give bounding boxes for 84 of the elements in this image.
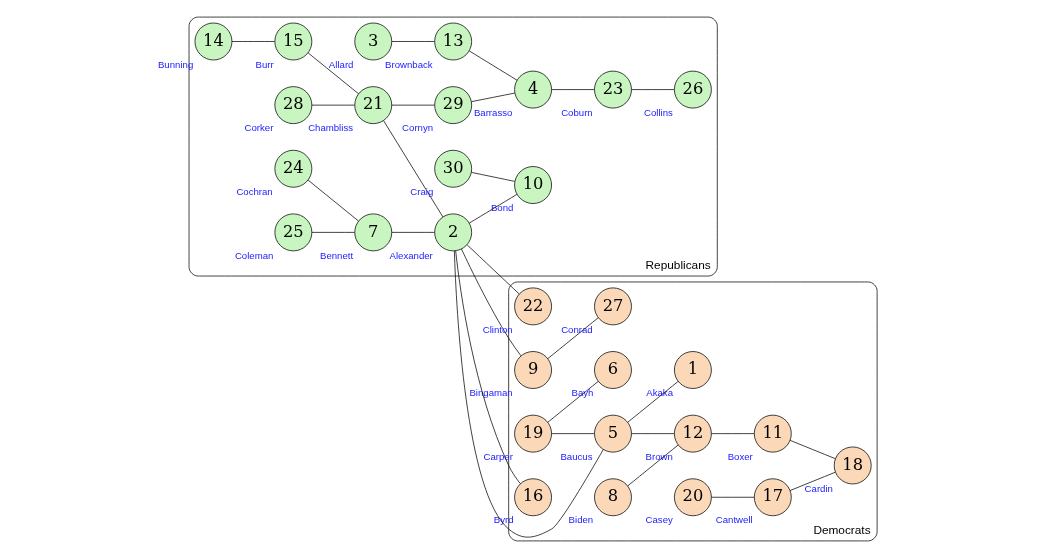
node-label: Craig	[409, 185, 433, 197]
node-circle: 1	[673, 351, 712, 389]
connector	[546, 381, 598, 423]
connector	[470, 172, 515, 182]
connector	[710, 496, 754, 498]
node-label: Bond	[490, 202, 513, 214]
node-circle: 29	[433, 86, 472, 124]
connector	[454, 250, 521, 484]
connector	[390, 41, 435, 42]
node-label: Brownback	[384, 58, 433, 70]
node-circle: 28	[274, 86, 312, 124]
node-circle: 17	[753, 478, 792, 517]
connector	[710, 433, 754, 434]
connector	[382, 120, 443, 218]
node-label: Cochran	[235, 185, 273, 197]
node-circle: 10	[513, 166, 552, 204]
connector	[550, 433, 595, 434]
node-circle: 30	[433, 149, 472, 188]
connector	[468, 50, 517, 81]
node-label: Baucus	[559, 450, 593, 462]
node-circle: 2	[433, 213, 472, 252]
node-label: Chambliss	[307, 122, 353, 134]
node-label: Conrad	[560, 323, 593, 335]
node-label: Cantwell	[715, 514, 753, 526]
node-label: Bayh	[571, 387, 593, 399]
node-circle: 14	[194, 22, 232, 61]
node-label: Casey	[645, 514, 673, 526]
connector	[311, 104, 355, 106]
node-circle: 23	[593, 70, 632, 109]
node-label: Boxer	[727, 450, 753, 462]
connector	[231, 41, 275, 42]
connector	[453, 250, 604, 538]
connector	[307, 179, 359, 222]
node-circle: 25	[274, 213, 312, 252]
node-circle: 19	[513, 414, 552, 453]
node-circle: 13	[433, 22, 472, 61]
connector	[466, 244, 520, 295]
node-label: Cardin	[804, 482, 833, 494]
connector	[789, 440, 836, 460]
node-label: Akaka	[645, 387, 673, 399]
node-circle: 3	[353, 22, 392, 61]
node-circle: 12	[673, 414, 712, 453]
node-label: Cornyn	[401, 122, 433, 134]
node-circle: 22	[513, 287, 552, 326]
node-circle: 26	[673, 70, 712, 109]
node-circle: 11	[753, 414, 792, 453]
node-label: Corker	[244, 122, 273, 134]
node-label: Collins	[643, 106, 673, 118]
node-label: Coleman	[234, 249, 273, 261]
node-circle: 16	[513, 478, 552, 517]
connector	[468, 194, 517, 224]
node-label: Coburn	[560, 106, 593, 118]
connector	[546, 317, 598, 359]
connector	[626, 381, 678, 423]
connector	[789, 471, 836, 491]
node-circle: 5	[593, 414, 632, 453]
connector	[307, 52, 359, 94]
connector	[630, 433, 675, 434]
node-label: Allard	[328, 58, 353, 70]
node-label: Burr	[255, 58, 274, 70]
node-label: Biden	[568, 514, 593, 526]
node-circle: 21	[353, 86, 392, 124]
connector	[390, 104, 435, 106]
connector	[311, 232, 355, 233]
connector	[390, 232, 435, 233]
connector	[460, 248, 521, 357]
connector	[630, 89, 675, 90]
node-circle: 24	[274, 149, 312, 188]
node-circle: 9	[513, 351, 552, 389]
node-circle: 6	[593, 351, 632, 389]
connector	[626, 444, 678, 487]
node-circle: 15	[274, 22, 312, 61]
node-circle: 18	[833, 446, 872, 485]
node-circle: 8	[593, 478, 632, 517]
node-label: Alexander	[389, 249, 433, 261]
node-label: Brown	[645, 450, 673, 462]
node-circle: 4	[513, 70, 552, 109]
node-circle: 20	[673, 478, 712, 517]
node-label: Bennett	[319, 249, 353, 261]
connector	[550, 89, 595, 90]
node-label: Barrasso	[473, 106, 512, 118]
node-circle: 27	[593, 287, 632, 326]
node-circle: 7	[353, 213, 392, 252]
connector	[470, 92, 515, 102]
